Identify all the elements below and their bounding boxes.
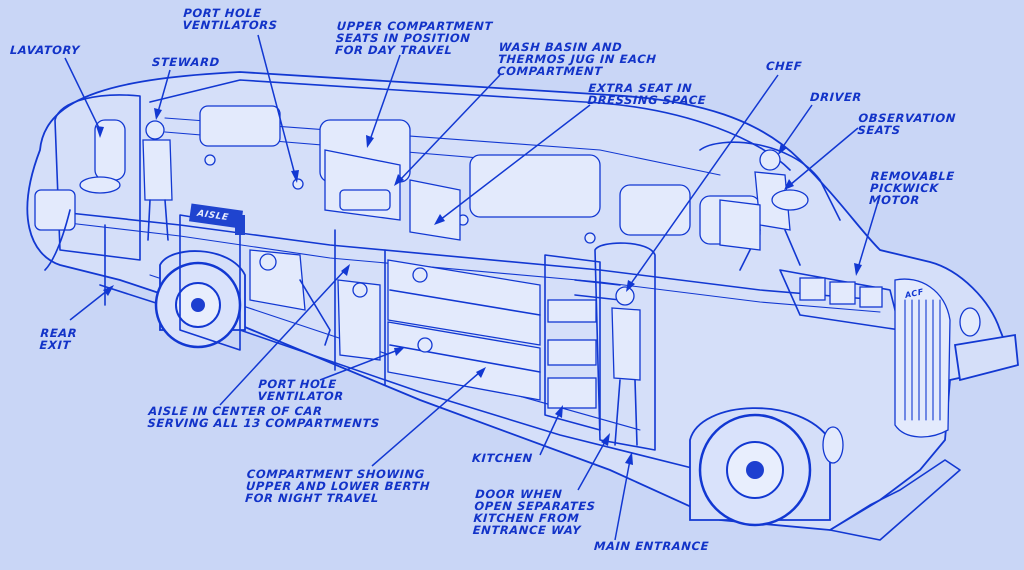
label-wash-basin: WASH BASIN AND THERMOS JUG IN EACH COMPA… [496,40,658,78]
label-lavatory: LAVATORY [9,43,81,57]
label-aisle-center: AISLE IN CENTER OF CAR SERVING ALL 13 CO… [147,404,381,430]
rear-section [34,94,141,306]
front-wheel [689,407,844,527]
grille [904,299,941,421]
label-kitchen: KITCHEN [471,451,534,465]
compartments-cutaway [179,149,541,401]
leader-lines [64,34,881,541]
label-observation-seats: OBSERVATION SEATS [857,111,957,137]
label-extra-seat: EXTRA SEAT IN DRESSING SPACE [587,81,707,107]
label-port-hole-ventilator: PORT HOLE VENTILATOR [257,377,345,403]
label-main-entrance: MAIN ENTRANCE [593,539,710,553]
label-driver: DRIVER [809,90,863,104]
steward-figure [142,120,173,241]
label-port-hole-ventilators: PORT HOLE VENTILATORS [182,6,279,32]
label-chef: CHEF [765,59,803,73]
label-compartment-berth: COMPARTMENT SHOWING UPPER AND LOWER BERT… [244,467,431,505]
driver-area [699,141,841,271]
label-rear-exit: REAR EXIT [39,326,78,352]
label-removable-motor: REMOVABLE PICKWICK MOTOR [868,169,956,207]
rear-wheel [154,250,246,349]
label-door-when-open: DOOR WHEN OPEN SEPARATES KITCHEN FROM EN… [472,487,597,537]
kitchen [544,242,656,451]
bus-belt-line [59,211,881,301]
label-steward: STEWARD [151,55,221,69]
label-upper-compartment: UPPER COMPARTMENT SEATS IN POSITION FOR … [334,19,494,57]
engine-front [779,269,1019,541]
